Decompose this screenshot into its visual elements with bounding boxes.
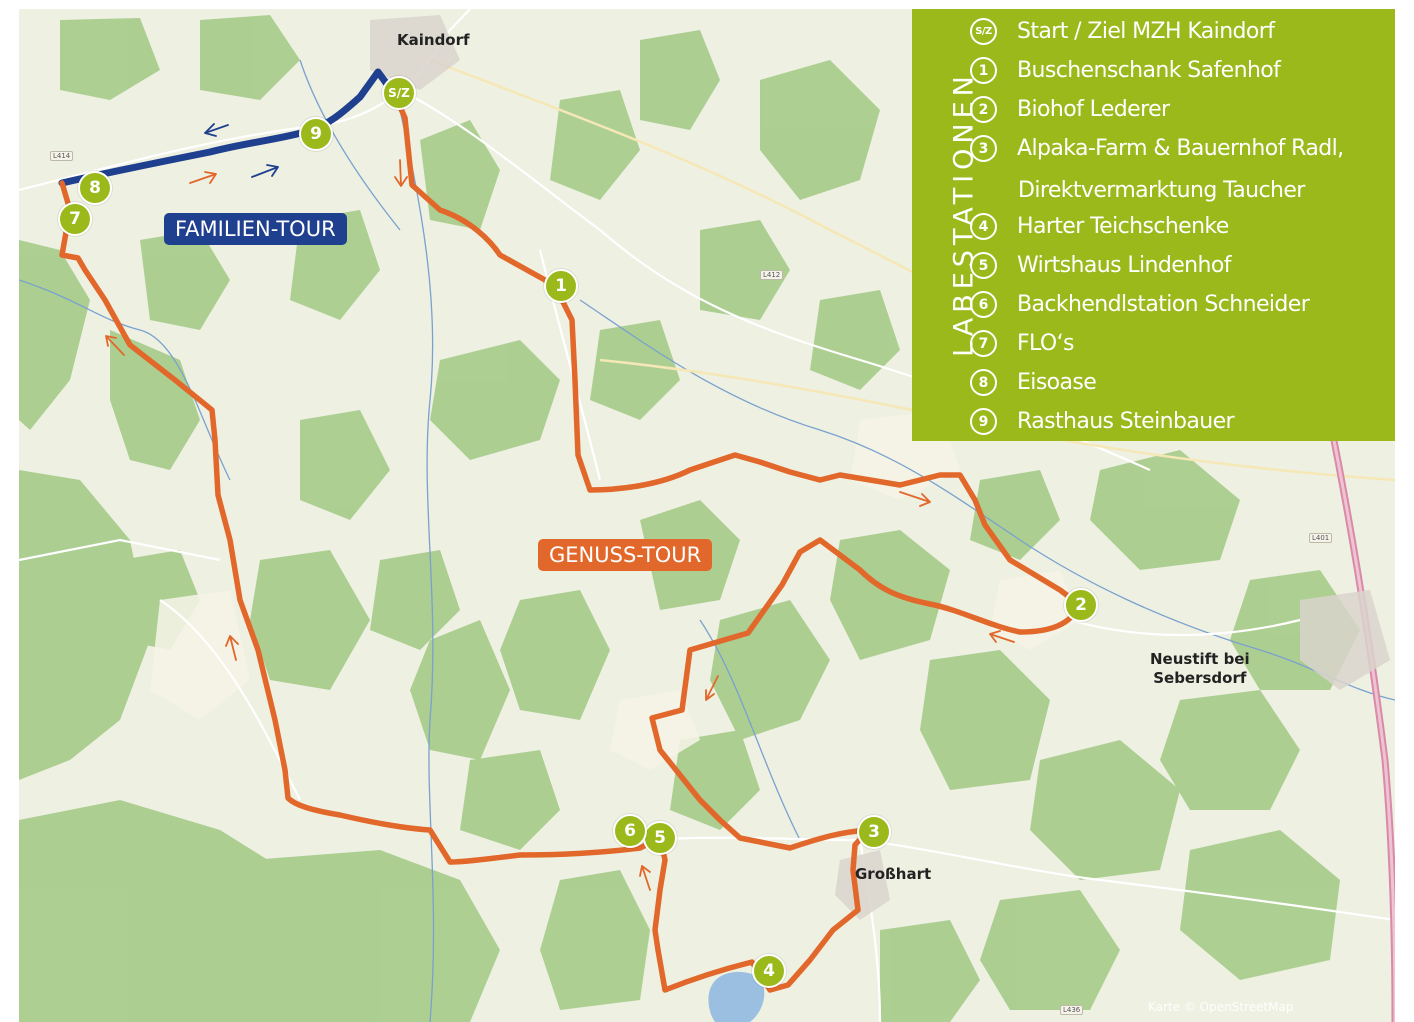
legend-num-4: 4 bbox=[970, 213, 997, 240]
road-shield-l414: L414 bbox=[50, 151, 74, 161]
marker-station-6[interactable]: 6 bbox=[613, 814, 647, 848]
place-kaindorf: Kaindorf bbox=[397, 31, 470, 49]
marker-station-1[interactable]: 1 bbox=[544, 269, 578, 303]
marker-station-2[interactable]: 2 bbox=[1064, 588, 1098, 622]
settlements bbox=[370, 15, 1390, 920]
legend-text-4: Harter Teichschenke bbox=[1017, 214, 1229, 239]
road-shield-l436: L436 bbox=[1060, 1005, 1084, 1015]
legend-item-8: 8 Eisoase bbox=[970, 364, 1097, 401]
legend-num-8: 8 bbox=[970, 369, 997, 396]
legend-num-6: 6 bbox=[970, 291, 997, 318]
legend-num-5: 5 bbox=[970, 252, 997, 279]
legend-text-2: Biohof Lederer bbox=[1017, 97, 1170, 122]
legend-num-start-finish: S/Z bbox=[970, 18, 997, 45]
legend-num-7: 7 bbox=[970, 330, 997, 357]
legend-item-6: 6 Backhendlstation Schneider bbox=[970, 286, 1310, 323]
legend-text-8: Eisoase bbox=[1017, 370, 1097, 395]
legend-text-1: Buschenschank Safenhof bbox=[1017, 58, 1281, 83]
marker-station-8[interactable]: 8 bbox=[78, 171, 112, 205]
marker-station-4[interactable]: 4 bbox=[752, 954, 786, 988]
legend-item-9: 9 Rasthaus Steinbauer bbox=[970, 403, 1235, 440]
place-grosshart: Großhart bbox=[855, 865, 932, 883]
direction-arrows bbox=[105, 123, 1015, 891]
legend-text-7: FLO‘s bbox=[1017, 331, 1075, 356]
legend-text-6: Backhendlstation Schneider bbox=[1017, 292, 1310, 317]
legend-item-7: 7 FLO‘s bbox=[970, 325, 1075, 362]
rivers bbox=[19, 59, 1395, 1022]
marker-station-7[interactable]: 7 bbox=[58, 202, 92, 236]
map-attribution: Karte © OpenStreetMap bbox=[1148, 1000, 1294, 1014]
legend-text-3: Alpaka-Farm & Bauernhof Radl, bbox=[1017, 136, 1344, 161]
highway bbox=[1326, 419, 1395, 1022]
marker-station-9[interactable]: 9 bbox=[299, 117, 333, 151]
legend-text-5: Wirtshaus Lindenhof bbox=[1017, 253, 1231, 278]
marker-station-5[interactable]: 5 bbox=[643, 821, 677, 855]
forest-areas bbox=[19, 15, 1360, 1022]
legend-item-2: 2 Biohof Lederer bbox=[970, 91, 1170, 128]
family-tour-route bbox=[58, 68, 399, 187]
marker-station-3[interactable]: 3 bbox=[857, 815, 891, 849]
legend-item-1: 1 Buschenschank Safenhof bbox=[970, 52, 1281, 89]
legend-item-4: 4 Harter Teichschenke bbox=[970, 208, 1229, 245]
legend-text-9: Rasthaus Steinbauer bbox=[1017, 409, 1235, 434]
marker-start-finish[interactable]: S/Z bbox=[382, 76, 416, 110]
genuss-tour-label: GENUSS-TOUR bbox=[538, 539, 713, 571]
lake bbox=[708, 971, 765, 1022]
legend-panel: LABESTATIONEN S/Z Start / Ziel MZH Kaind… bbox=[912, 9, 1395, 441]
legend-item-5: 5 Wirtshaus Lindenhof bbox=[970, 247, 1231, 284]
family-tour-label: FAMILIEN-TOUR bbox=[164, 213, 347, 245]
place-neustift: Neustift bei Sebersdorf bbox=[1150, 650, 1250, 687]
legend-item-3: 3 Alpaka-Farm & Bauernhof Radl, bbox=[970, 130, 1344, 167]
road-shield-l412: L412 bbox=[760, 270, 784, 280]
legend-num-9: 9 bbox=[970, 408, 997, 435]
legend-num-3: 3 bbox=[970, 135, 997, 162]
legend-text-start-finish: Start / Ziel MZH Kaindorf bbox=[1017, 19, 1275, 44]
legend-num-2: 2 bbox=[970, 96, 997, 123]
genuss-tour-route bbox=[59, 92, 1083, 993]
legend-num-1: 1 bbox=[970, 57, 997, 84]
legend-item-start-finish: S/Z Start / Ziel MZH Kaindorf bbox=[970, 13, 1275, 50]
legend-text-3-continuation: Direktvermarktung Taucher bbox=[1018, 178, 1305, 203]
road-shield-l401: L401 bbox=[1309, 533, 1333, 543]
